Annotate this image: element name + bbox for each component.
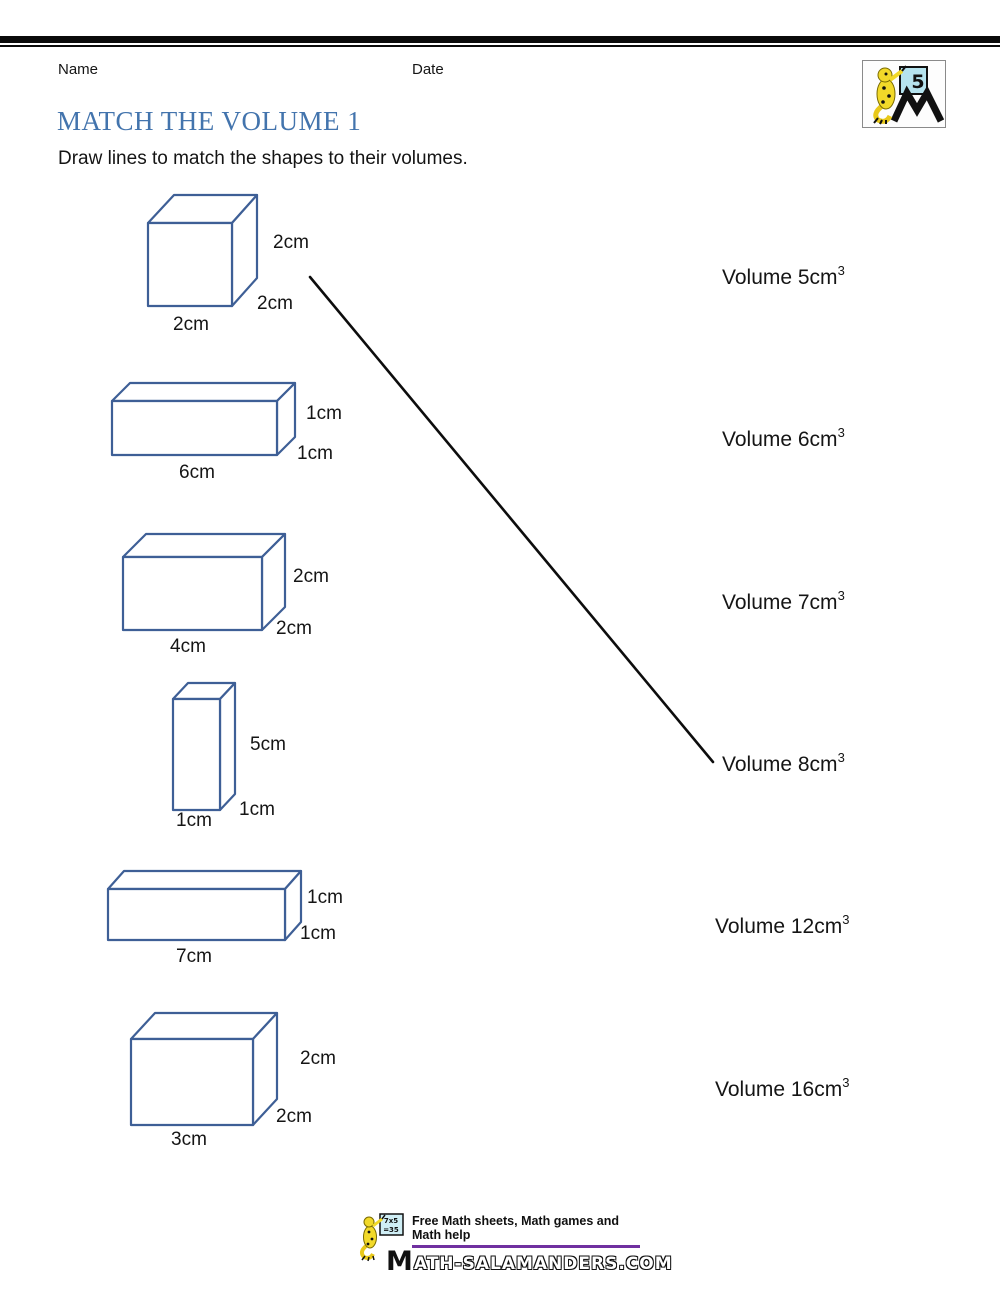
- footer: 7x5 =35 Free Math sheets, Math games and…: [356, 1212, 673, 1275]
- site-initial: M: [386, 1246, 413, 1277]
- box-top-face: [106, 869, 303, 891]
- dim-width-label: 2cm: [173, 314, 209, 335]
- volume-option-16cm3[interactable]: Volume 16cm3: [715, 1075, 850, 1102]
- dim-width-label: 1cm: [176, 810, 212, 831]
- box-front-face: [106, 887, 287, 942]
- site-name: ATH-SALAMANDERS.COM: [413, 1254, 673, 1274]
- dim-width-label: 3cm: [171, 1129, 207, 1150]
- volume-option-8cm3[interactable]: Volume 8cm3: [722, 750, 845, 777]
- top-rule-thick: [0, 36, 1000, 43]
- name-label: Name: [58, 61, 99, 78]
- top-rule-thin: [0, 45, 1000, 47]
- volume-text: Volume 6cm: [722, 428, 838, 451]
- cube-front-face: [146, 221, 234, 308]
- box-front-face: [129, 1037, 255, 1127]
- volume-exponent: 3: [842, 1075, 850, 1090]
- footer-salamander-icon: 7x5 =35: [359, 1213, 404, 1262]
- instruction-text: Draw lines to match the shapes to their …: [58, 148, 468, 169]
- shape-box-3x2x2[interactable]: [126, 1007, 286, 1132]
- dim-height-label: 2cm: [300, 1048, 336, 1069]
- volume-exponent: 3: [837, 263, 845, 278]
- box-top-face: [129, 1011, 279, 1041]
- footer-site-link[interactable]: M ATH-SALAMANDERS.COM: [386, 1248, 673, 1275]
- top-rule-gap: [0, 43, 1000, 45]
- dim-depth-label: 2cm: [257, 293, 293, 314]
- dim-width-label: 7cm: [176, 946, 212, 967]
- badge-number: 5: [911, 71, 924, 93]
- salamander-icon: [873, 65, 907, 125]
- m-logo-icon: [890, 85, 944, 123]
- dim-height-label: 2cm: [293, 566, 329, 587]
- volume-text: Volume 12cm: [715, 915, 843, 938]
- dim-width-label: 6cm: [179, 462, 215, 483]
- box-side-face: [218, 681, 237, 812]
- box-front-face: [110, 399, 279, 457]
- volume-text: Volume 16cm: [715, 1078, 843, 1101]
- footer-sign-line1: 7x5: [384, 1217, 398, 1225]
- dim-height-label: 1cm: [306, 403, 342, 424]
- footer-tagline: Free Math sheets, Math games and Math he…: [412, 1212, 640, 1248]
- volume-exponent: 3: [842, 912, 850, 927]
- volume-exponent: 3: [837, 425, 845, 440]
- volume-exponent: 3: [837, 750, 845, 765]
- shape-cube-2x2x2[interactable]: [145, 192, 265, 312]
- salamander-logo-icon: 5: [873, 65, 944, 125]
- dim-depth-label: 1cm: [239, 799, 275, 820]
- box-front-face: [171, 697, 222, 812]
- footer-sign-line2: =35: [383, 1226, 399, 1234]
- volume-exponent: 3: [837, 588, 845, 603]
- date-label: Date: [412, 61, 444, 78]
- box-top-face: [121, 532, 287, 559]
- shape-box-4x2x2[interactable]: [118, 528, 293, 633]
- volume-option-7cm3[interactable]: Volume 7cm3: [722, 588, 845, 615]
- volume-text: Volume 5cm: [722, 266, 838, 289]
- shape-box-7x1x1[interactable]: [103, 866, 308, 946]
- dim-height-label: 2cm: [273, 232, 309, 253]
- shape-box-6x1x1[interactable]: [107, 378, 302, 463]
- dim-depth-label: 1cm: [300, 923, 336, 944]
- box-front-face: [121, 555, 264, 632]
- box-top-face: [110, 381, 297, 403]
- dim-width-label: 4cm: [170, 636, 206, 657]
- volume-option-12cm3[interactable]: Volume 12cm3: [715, 912, 850, 939]
- dim-depth-label: 2cm: [276, 1106, 312, 1127]
- site-logo: 5: [862, 60, 946, 128]
- volume-text: Volume 8cm: [722, 753, 838, 776]
- number-badge: [899, 66, 928, 95]
- dim-depth-label: 2cm: [276, 618, 312, 639]
- volume-text: Volume 7cm: [722, 591, 838, 614]
- dim-height-label: 5cm: [250, 734, 286, 755]
- dim-depth-label: 1cm: [297, 443, 333, 464]
- page-title: MATCH THE VOLUME 1: [57, 106, 362, 136]
- match-line-cube-to-8cm3: [308, 275, 715, 764]
- dim-height-label: 1cm: [307, 887, 343, 908]
- shape-box-1x1x5[interactable]: [168, 680, 243, 815]
- volume-option-6cm3[interactable]: Volume 6cm3: [722, 425, 845, 452]
- volume-option-5cm3[interactable]: Volume 5cm3: [722, 263, 845, 290]
